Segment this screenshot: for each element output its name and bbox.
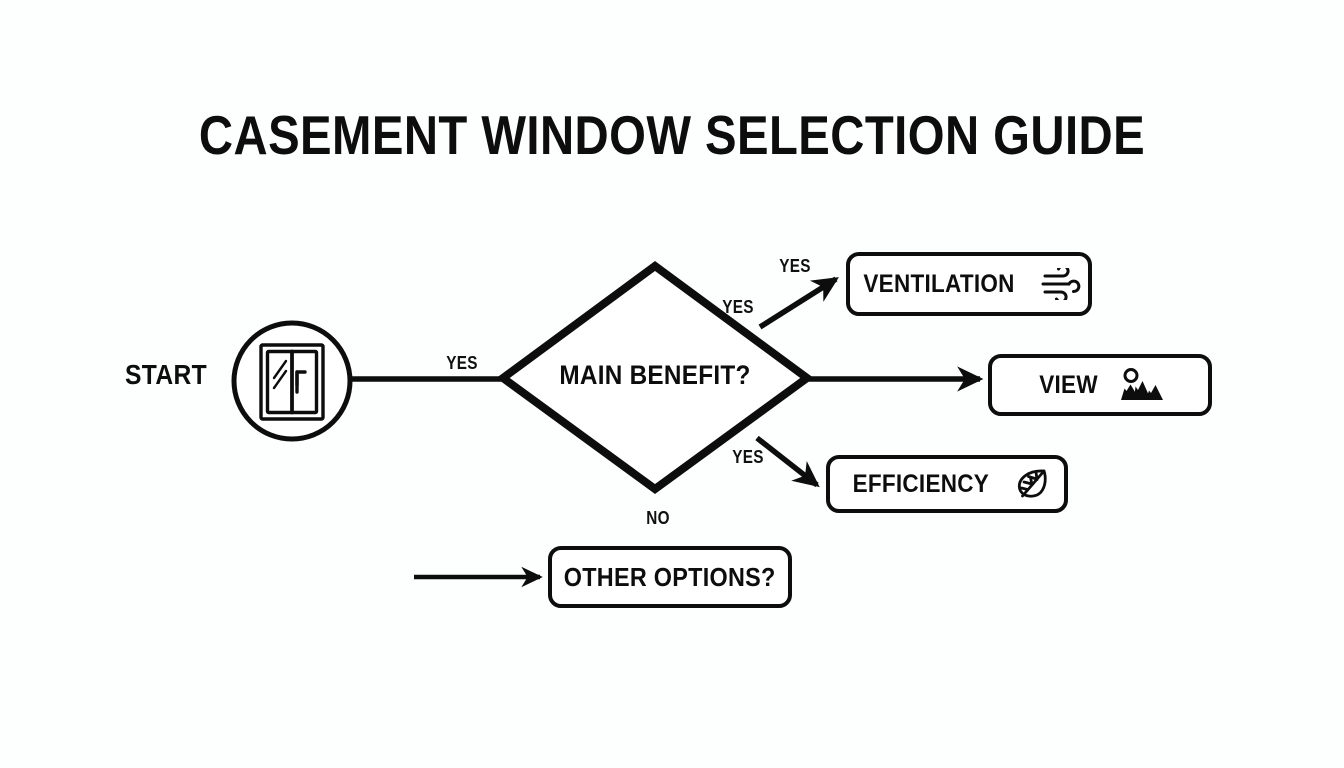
outcome-label-view: VIEW [1039,370,1099,399]
outcome-label-efficiency: EFFICIENCY [852,469,990,498]
mountain-sun-icon [1120,368,1164,402]
edge-label-decision-to-efficiency: YES [732,447,764,467]
outcome-label-ventilation: VENTILATION [863,269,1015,298]
leaf-icon [1015,467,1049,501]
decision-diamond [496,261,814,494]
outcome-node-view[interactable]: VIEW [988,354,1212,416]
outcome-label-other-options: OTHER OPTIONS? [564,561,776,592]
edge-label-decision-to-other-options: NO [646,508,670,528]
outcome-node-efficiency[interactable]: EFFICIENCY [826,455,1068,513]
decision-node-label: MAIN BENEFIT? [559,360,751,390]
casement-window-icon [259,343,325,421]
edge-label-decision-to-ventilation-a: YES [722,297,754,317]
edge-label-decision-to-ventilation-b: YES [779,256,811,276]
wind-icon [1041,264,1083,304]
edge-decision-to-ventilation [758,276,839,330]
edge-label-start-to-decision: YES [446,353,478,373]
page-title: CASEMENT WINDOW SELECTION GUIDE [198,104,1146,166]
edge-decision-to-efficiency [755,435,820,488]
start-node-label: START [124,359,208,390]
outcome-node-ventilation[interactable]: VENTILATION [846,252,1092,316]
outcome-node-other-options[interactable]: OTHER OPTIONS? [548,546,792,608]
